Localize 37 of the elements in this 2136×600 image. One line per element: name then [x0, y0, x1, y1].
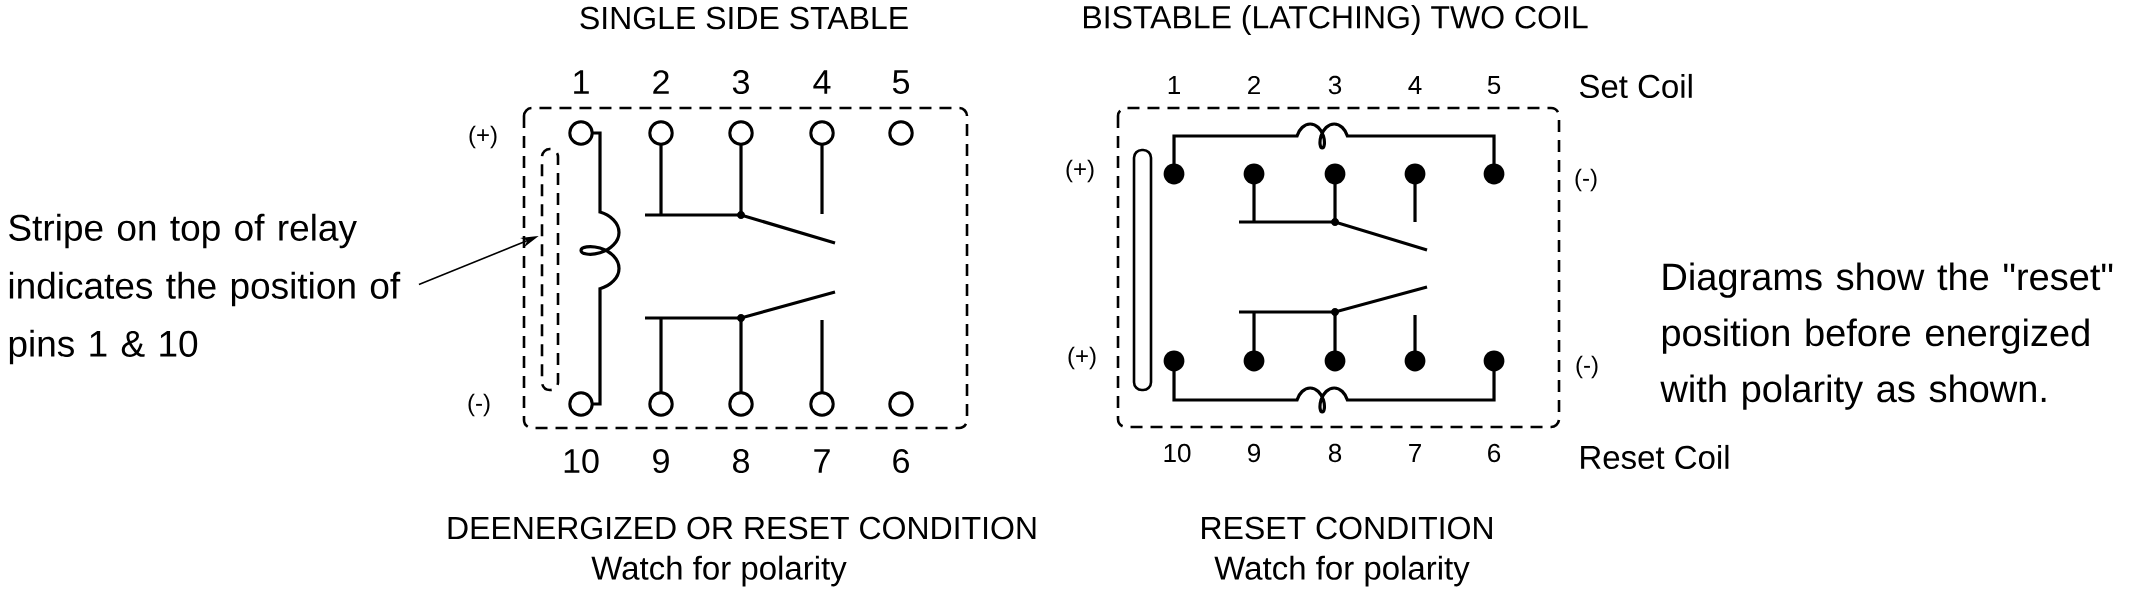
polarity-label: (-) [1576, 355, 1598, 379]
pin-number: 10 [564, 448, 599, 474]
caption: Watch for polarity [1214, 555, 1470, 587]
pin-number: 4 [813, 70, 831, 94]
polarity-label: (+) [469, 125, 497, 149]
note-text: Stripe on top of relay indicates the position of pins 1 & 10 [9, 213, 401, 365]
polarity-label: (-) [468, 393, 490, 417]
pin-number: 5 [1487, 75, 1501, 95]
polarity-label: (+) [1066, 159, 1094, 183]
pin-number: 4 [1408, 76, 1422, 94]
pin-number: 3 [732, 69, 749, 95]
pin-number: 7 [814, 449, 830, 473]
pin-number: 10 [1164, 443, 1191, 463]
caption: Watch for polarity [591, 555, 847, 587]
polarity-label: (+) [1068, 346, 1096, 370]
note-text: Diagrams show the "reset" position before energized with polarity as shown. [1660, 262, 2113, 410]
polarity-label: (-) [1575, 168, 1597, 192]
stripe-marking [540, 147, 560, 392]
pin-number: 1 [1168, 76, 1180, 94]
pin-number: 2 [653, 70, 669, 94]
caption: DEENERGIZED OR RESET CONDITION [448, 516, 1036, 540]
pin-number: 3 [1328, 75, 1342, 95]
caption: RESET CONDITION [1202, 516, 1492, 540]
pin-number: 8 [1328, 443, 1342, 463]
pin-number: 2 [1248, 75, 1260, 95]
pin-number: 8 [733, 448, 749, 474]
heading: BISTABLE (LATCHING) TWO COIL [1084, 5, 1588, 35]
pin-number: 7 [1409, 444, 1421, 462]
pin-number: 9 [1248, 443, 1260, 463]
pin-number: 6 [1488, 443, 1501, 463]
coil-label: Reset Coil [1581, 444, 1729, 470]
pin-number: 9 [653, 448, 669, 474]
pin-number: 1 [574, 70, 589, 94]
pin-number: 6 [893, 448, 909, 474]
coil-label: Set Coil [1579, 73, 1692, 99]
heading: SINGLE SIDE STABLE [580, 6, 908, 30]
pin-number: 5 [892, 70, 910, 94]
